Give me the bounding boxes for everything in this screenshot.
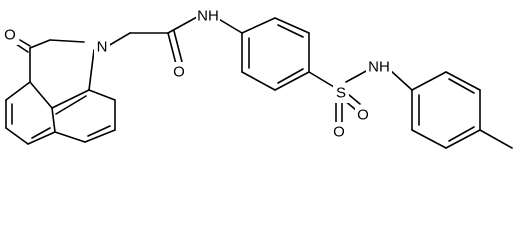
atom-label-o: O <box>333 124 345 141</box>
atom-label-nh: NH <box>368 59 390 76</box>
bond <box>31 127 51 139</box>
bond <box>241 17 276 34</box>
bond <box>27 131 56 145</box>
bond <box>51 107 56 133</box>
bond <box>173 30 183 63</box>
bond <box>277 24 304 38</box>
bond <box>5 81 31 101</box>
bond <box>277 68 304 84</box>
bond-lines <box>5 16 513 149</box>
bond <box>19 39 31 47</box>
bond <box>29 39 51 49</box>
chemical-structure-diagram: O N O NH S O O NH <box>2 6 513 149</box>
bond <box>448 126 475 142</box>
bond <box>274 71 310 91</box>
bond <box>84 129 116 143</box>
bond <box>411 71 447 91</box>
atom-label-s: S <box>336 85 346 102</box>
bond <box>411 129 447 149</box>
bond <box>389 69 413 91</box>
bond <box>445 71 481 91</box>
bond <box>88 49 95 91</box>
bond <box>51 89 90 109</box>
bond <box>479 129 513 149</box>
bond <box>274 17 310 34</box>
bond <box>49 39 85 43</box>
atom-label-o: O <box>4 27 16 44</box>
atom-label-o: O <box>173 64 185 81</box>
bond <box>345 69 369 83</box>
bond <box>55 95 87 115</box>
bond <box>216 17 243 34</box>
bond <box>167 32 177 65</box>
bond <box>445 129 481 149</box>
bond <box>88 89 116 101</box>
atom-label-nh: NH <box>197 8 219 25</box>
bond <box>29 81 53 109</box>
atom-label-n: N <box>97 39 108 56</box>
bond <box>5 127 29 145</box>
bond <box>241 71 276 91</box>
bond <box>54 131 86 143</box>
bond <box>167 16 198 34</box>
bond <box>347 93 361 105</box>
atom-labels: O N O NH S O O NH <box>2 6 392 142</box>
bond <box>87 125 111 137</box>
bond <box>15 43 29 53</box>
bond <box>448 78 475 94</box>
bond <box>107 32 131 47</box>
atom-label-o: O <box>357 107 369 124</box>
